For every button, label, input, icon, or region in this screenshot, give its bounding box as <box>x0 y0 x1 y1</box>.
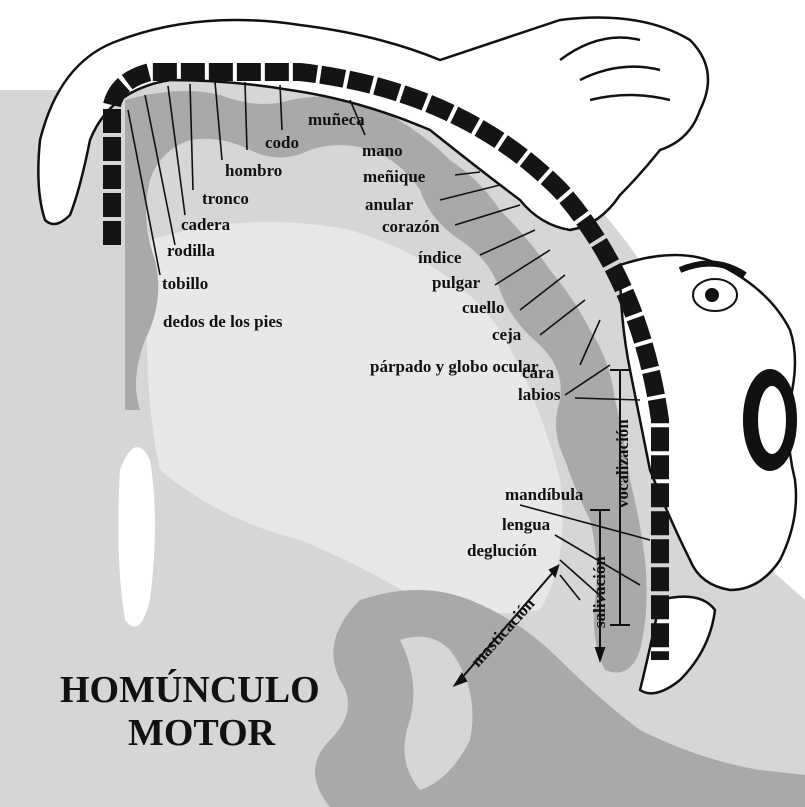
label-tobillo: tobillo <box>162 274 208 293</box>
label-mano: mano <box>362 141 403 160</box>
label-codo: codo <box>265 133 299 152</box>
label-rodilla: rodilla <box>167 241 215 260</box>
title-line-2: MOTOR <box>128 712 276 754</box>
label-muneca: muñeca <box>308 110 365 129</box>
label-cuello: cuello <box>462 298 505 317</box>
label-deglucion: deglución <box>467 541 537 560</box>
label-pulgar: pulgar <box>432 273 481 292</box>
label-labios: labios <box>518 385 561 404</box>
label-hombro: hombro <box>225 161 282 180</box>
label-tronco: tronco <box>202 189 249 208</box>
label-vocalizacion: vocalización <box>613 419 632 508</box>
label-indice: índice <box>418 248 462 267</box>
ventricle <box>118 447 155 627</box>
label-anular: anular <box>365 195 414 214</box>
label-cara: cara <box>522 363 555 382</box>
label-cadera: cadera <box>181 215 231 234</box>
label-mandibula: mandíbula <box>505 485 584 504</box>
title-line-1: HOMÚNCULO <box>60 669 320 711</box>
label-parpado: párpado y globo ocular <box>370 357 539 376</box>
label-lengua: lengua <box>502 515 551 534</box>
label-salivacion: salivación <box>590 556 609 628</box>
label-menique: meñique <box>363 167 426 186</box>
label-corazon: corazón <box>382 217 440 236</box>
label-dedos-pies: dedos de los pies <box>163 312 283 331</box>
label-ceja: ceja <box>492 325 522 344</box>
